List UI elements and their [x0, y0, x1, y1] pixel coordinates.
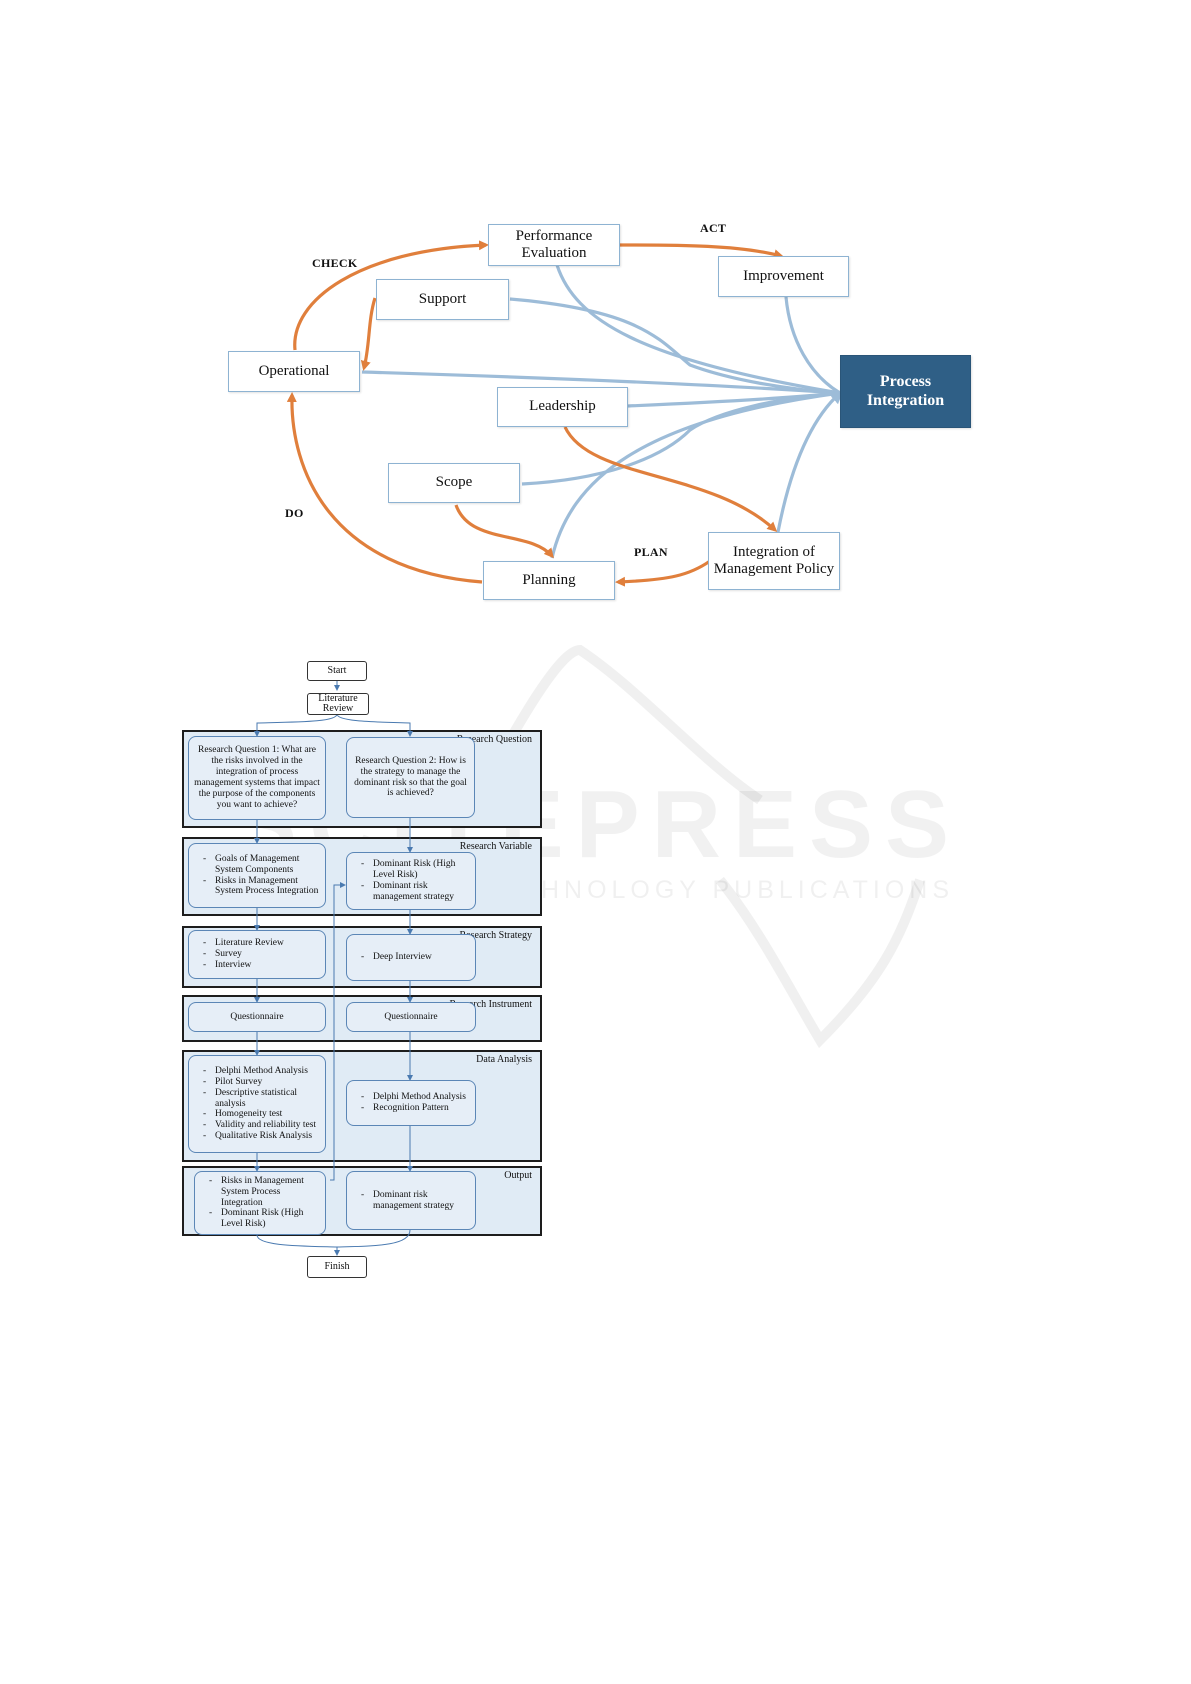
list-item: Risks in Management System Process Integ… [203, 876, 321, 898]
arrow-leadership-to-integration [563, 426, 778, 533]
list-item: Goals of Management System Components [203, 854, 321, 876]
list-item: Risks in Management System Process Integ… [209, 1176, 321, 1209]
box-text: Questionnaire [230, 1011, 284, 1022]
arrow-integration-to-planning [615, 559, 711, 587]
node-planning: Planning [483, 561, 615, 600]
strategy-left-box: Literature Review Survey Interview [188, 930, 326, 979]
strategy-right-box: Deep Interview [346, 934, 476, 981]
node-process-integration: Process Integration [840, 355, 971, 428]
variable-right-box: Dominant Risk (High Level Risk) Dominant… [346, 852, 476, 910]
variable-left-box: Goals of Management System Components Ri… [188, 843, 326, 908]
band-label: Research Strategy [459, 930, 532, 941]
list-item: Survey [203, 949, 284, 960]
list-item: Dominant Risk (High Level Risk) [209, 1208, 321, 1230]
list-item: Delphi Method Analysis [361, 1092, 466, 1103]
list-item: Validity and reliability test [203, 1120, 321, 1131]
list-item: Pilot Survey [203, 1077, 321, 1088]
arrow-scope-to-process [521, 391, 841, 486]
band-label: Output [504, 1170, 532, 1181]
output-left-box: Risks in Management System Process Integ… [194, 1171, 326, 1235]
instrument-left-box: Questionnaire [188, 1002, 326, 1032]
node-scope: Scope [388, 463, 520, 503]
terminal-start: Start [307, 661, 367, 681]
instrument-right-box: Questionnaire [346, 1002, 476, 1032]
arrow-performance-to-improvement [619, 243, 784, 260]
node-label: Performance Evaluation [515, 227, 593, 261]
phase-label-plan: PLAN [634, 545, 668, 559]
node-label: Integration of Management Policy [713, 543, 835, 577]
arrow-operational-to-process [361, 370, 841, 395]
node-label: Leadership [529, 398, 596, 415]
node-label: Scope [435, 474, 473, 491]
arrow-performance-to-process [555, 264, 841, 395]
analysis-right-box: Delphi Method Analysis Recognition Patte… [346, 1080, 476, 1126]
band-label: Research Variable [459, 841, 532, 852]
node-label: Improvement [743, 267, 824, 284]
node-performance-evaluation: Performance Evaluation [488, 224, 620, 266]
analysis-left-box: Delphi Method Analysis Pilot Survey Desc… [188, 1055, 326, 1153]
list-item: Dominant risk management strategy [361, 881, 471, 903]
list-item: Literature Review [203, 938, 284, 949]
output-right-box: Dominant risk management strategy [346, 1171, 476, 1230]
arrow-integration-to-process [776, 389, 844, 533]
phase-label-do: DO [285, 506, 304, 520]
step-literature-review: Literature Review [307, 693, 369, 715]
box-text: Research Question 1: What are the risks … [194, 745, 320, 810]
list-item: Dominant risk management strategy [361, 1190, 471, 1212]
node-label: Process Integration [866, 373, 945, 409]
node-operational: Operational [228, 351, 360, 392]
list-item: Qualitative Risk Analysis [203, 1131, 321, 1142]
band-label: Research Instrument [449, 999, 532, 1010]
band-label: Research Question [456, 734, 532, 745]
arrow-scope-to-planning [454, 504, 554, 559]
arrow-planning-to-operational [286, 392, 483, 584]
node-leadership: Leadership [497, 387, 628, 427]
list-item: Interview [203, 960, 284, 971]
arrow-improvement-to-process [784, 296, 841, 395]
arrow-planning-to-process [550, 391, 841, 559]
list-item: Descriptive statistical analysis [203, 1088, 321, 1110]
terminal-finish: Finish [307, 1256, 367, 1278]
list-item: Delphi Method Analysis [203, 1066, 321, 1077]
arrow-operational-to-performance [293, 240, 489, 351]
pdca-arrows [286, 240, 844, 587]
arrow-support-to-operational [360, 297, 377, 371]
arrow-support-to-process [509, 297, 841, 395]
list-item: Dominant Risk (High Level Risk) [361, 859, 471, 881]
research-question-1: Research Question 1: What are the risks … [188, 736, 326, 820]
box-text: Questionnaire [384, 1011, 438, 1022]
node-support: Support [376, 279, 509, 320]
box-text: Research Question 2: How is the strategy… [354, 755, 467, 799]
list-item: Recognition Pattern [361, 1103, 466, 1114]
node-improvement: Improvement [718, 256, 849, 297]
list-item: Homogeneity test [203, 1109, 321, 1120]
band-label: Data Analysis [476, 1054, 532, 1065]
node-label: Planning [522, 571, 576, 588]
research-question-2: Research Question 2: How is the strategy… [346, 737, 475, 818]
phase-label-act: ACT [700, 221, 727, 235]
node-label: Support [418, 290, 467, 307]
node-integration-of-management-policy: Integration of Management Policy [708, 532, 840, 590]
phase-label-check: CHECK [312, 256, 358, 270]
node-label: Operational [258, 362, 330, 379]
list-item: Deep Interview [361, 952, 432, 963]
